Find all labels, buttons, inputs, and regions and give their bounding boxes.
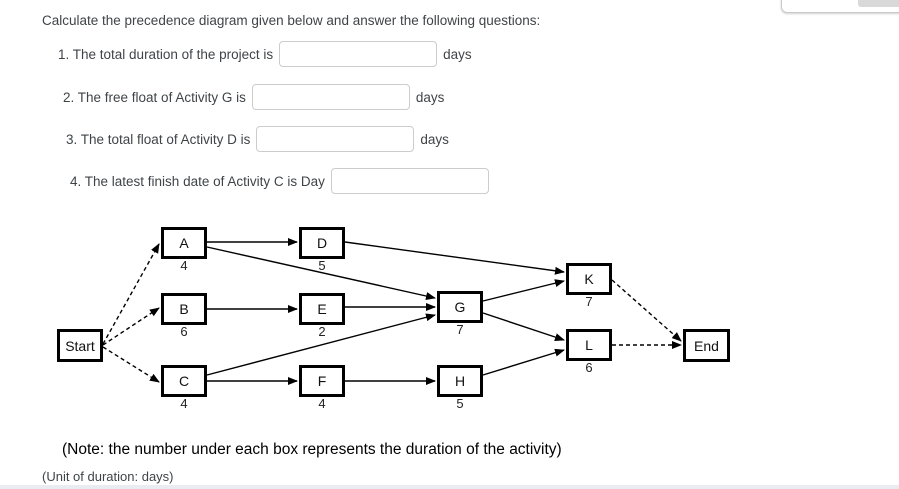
question-row: 3. The total float of Activity D is days: [66, 126, 449, 152]
top-panel-fragment: [781, 0, 899, 13]
activity-label: F: [317, 373, 327, 389]
node-end: End: [683, 329, 730, 362]
activity-box: H: [437, 365, 483, 397]
activity-box: F: [299, 365, 345, 397]
activity-duration: 2: [318, 324, 326, 339]
unit-label: days: [415, 89, 445, 105]
activity-box: End: [683, 329, 730, 362]
activity-duration: 5: [456, 396, 464, 411]
question-label: 1. The total duration of the project is: [58, 46, 274, 62]
edge-k-end: [611, 279, 682, 342]
activity-duration: 5: [318, 258, 326, 273]
activity-duration: 6: [585, 360, 593, 375]
question-row: 1. The total duration of the project is d…: [58, 41, 472, 67]
activity-box: B: [161, 293, 207, 325]
activity-label: B: [179, 301, 189, 317]
activity-label: E: [317, 301, 327, 317]
edge-start-c: [102, 346, 160, 383]
activity-label: G: [454, 299, 466, 315]
answer-input[interactable]: [330, 168, 489, 194]
edge-h-l: [482, 348, 565, 376]
question-prompt: Calculate the precedence diagram given b…: [42, 13, 541, 28]
activity-box: K: [566, 263, 612, 295]
activity-box: D: [299, 227, 345, 259]
node-start: Start: [57, 329, 103, 362]
activity-label: L: [585, 337, 593, 353]
activity-label: End: [694, 337, 719, 354]
question-label: 2. The free float of Activity G is: [63, 89, 246, 105]
question-row: 2. The free float of Activity G is days: [63, 84, 444, 110]
page-bottom-divider: [0, 485, 899, 489]
duration-unit-note: (Unit of duration: days): [42, 469, 174, 484]
edge-start-b: [102, 307, 160, 346]
unit-label: days: [420, 131, 449, 147]
activity-box: E: [299, 293, 345, 325]
activity-duration: 4: [180, 258, 188, 273]
activity-label: D: [316, 235, 328, 251]
edge-g-l: [482, 312, 565, 341]
question-label: 4. The latest finish date of Activity C …: [70, 173, 325, 189]
diagram-edges: [102, 238, 682, 385]
activity-label: A: [179, 235, 189, 251]
activity-duration: 7: [456, 322, 464, 337]
activity-duration: 4: [318, 396, 326, 411]
answer-input[interactable]: [251, 84, 410, 110]
diagram-note: (Note: the number under each box represe…: [62, 441, 562, 458]
edge-g-k: [482, 279, 565, 302]
edge-d-k: [344, 241, 565, 275]
question-label: 3. The total float of Activity D is: [66, 131, 251, 147]
activity-box: Start: [57, 329, 103, 362]
activity-label: H: [454, 373, 466, 389]
activity-label: K: [584, 271, 594, 287]
activity-label: C: [178, 373, 190, 389]
activity-box: G: [437, 291, 483, 323]
activity-box: C: [161, 365, 207, 397]
activity-duration: 6: [180, 324, 188, 339]
question-row: 4. The latest finish date of Activity C …: [70, 168, 489, 194]
activity-duration: 4: [180, 396, 188, 411]
edge-start-a: [102, 243, 160, 345]
edge-a-g: [206, 246, 436, 300]
top-button-fragment[interactable]: [858, 0, 899, 7]
unit-label: days: [443, 46, 472, 62]
activity-box: L: [566, 329, 612, 361]
edge-c-g: [206, 313, 436, 376]
activity-box: A: [161, 227, 207, 259]
answer-input[interactable]: [256, 126, 415, 152]
activity-duration: 7: [585, 294, 593, 309]
answer-input[interactable]: [279, 41, 438, 67]
activity-label: Start: [65, 337, 95, 354]
